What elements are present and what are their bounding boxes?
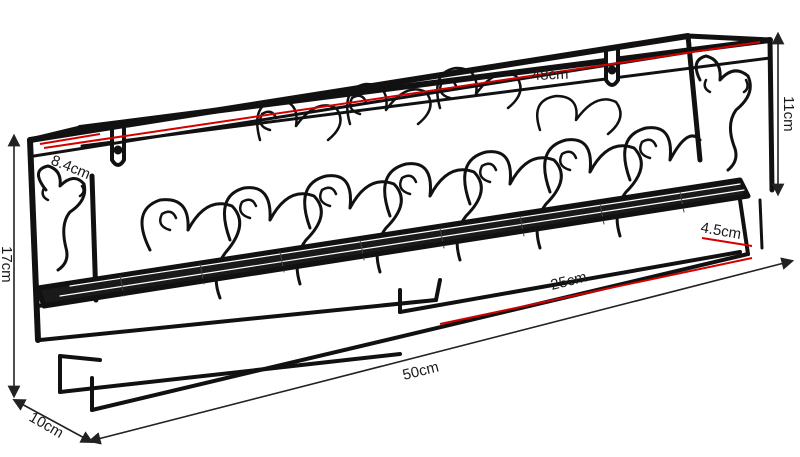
measurement-arrows bbox=[7, 31, 795, 445]
top-length-label: 48cm bbox=[532, 66, 569, 84]
wall-rack bbox=[27, 33, 775, 412]
total-height-label: 17cm bbox=[0, 246, 15, 283]
mount-hole-icon bbox=[110, 124, 126, 167]
mount-hole-icon bbox=[604, 46, 620, 87]
towel-bar-depth-label: 4.5cm bbox=[699, 219, 742, 243]
towel-bar-length-label: 25cm bbox=[549, 269, 589, 294]
total-length-label: 50cm bbox=[401, 359, 441, 384]
total-depth-label: 10cm bbox=[26, 409, 66, 442]
side-height-label: 11cm bbox=[780, 96, 797, 132]
